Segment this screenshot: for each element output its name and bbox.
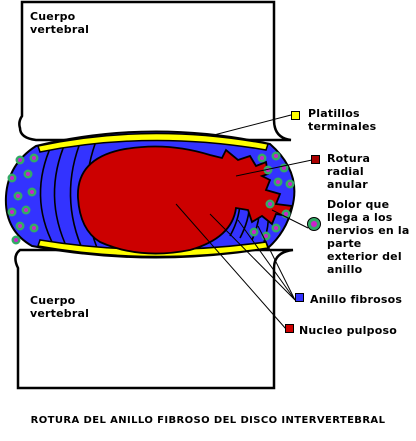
nerve-ending-dot: [10, 176, 14, 180]
nerve-ending-dot: [16, 194, 20, 198]
radial-tear-label: Rotura radial anular: [327, 152, 371, 191]
nerve-ending-dot: [268, 202, 272, 206]
nerve-endings: [7, 151, 295, 245]
radial-tear-swatch: [311, 155, 320, 164]
nerve-ending-dot: [260, 156, 264, 160]
nerve-ending-dot: [284, 212, 288, 216]
nerve-ending-dot: [32, 226, 36, 230]
nerve-ending-dot: [264, 234, 268, 238]
nucleus-label: Nucleo pulposo: [299, 324, 397, 337]
nerve-ending-dot: [30, 190, 34, 194]
endplate-swatch: [291, 111, 300, 120]
endplates-label: Platillos terminales: [308, 107, 377, 133]
upper-vertebra-label: Cuerpo vertebral: [30, 10, 90, 36]
nerve-ending-dot: [274, 226, 278, 230]
nerve-ending-dot: [282, 166, 286, 170]
leader-lines: [175, 114, 313, 330]
nerve-ending-dot: [18, 158, 22, 162]
upper-endplate: [37, 132, 269, 153]
nucleus-swatch: [285, 324, 294, 333]
nerve-ending-dot: [274, 154, 278, 158]
nerve-ending-dot: [14, 238, 18, 242]
nucleus-pulposus: [77, 145, 294, 255]
annulus-swatch: [295, 293, 304, 302]
nerve-ending-icon: [307, 217, 321, 231]
upper-vertebral-body: [18, 0, 292, 142]
lower-vertebral-body: [14, 248, 294, 390]
nerve-ending-dot: [252, 230, 256, 234]
nerve-ending-dot: [26, 172, 30, 176]
pain-label: Dolor que llega a los nervios en la part…: [327, 198, 410, 276]
lower-vertebra-label: Cuerpo vertebral: [30, 294, 90, 320]
nerve-ending-dot: [276, 180, 280, 184]
nerve-ending-dot: [288, 182, 292, 186]
nerve-ending-dot: [18, 224, 22, 228]
nerve-ending-dot: [10, 210, 14, 214]
nerve-ending-dot: [24, 208, 28, 212]
figure-caption: ROTURA DEL ANILLO FIBROSO DEL DISCO INTE…: [30, 415, 386, 426]
nerve-ending-dot: [32, 156, 36, 160]
annulus-label: Anillo fibrosos: [310, 293, 403, 306]
